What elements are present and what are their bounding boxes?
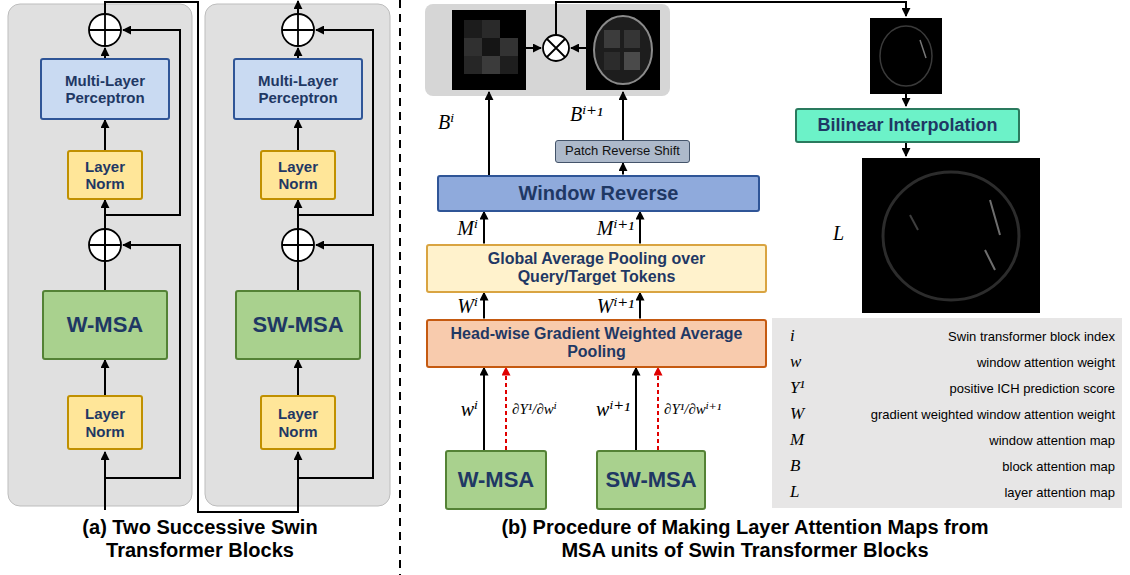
- edge-label: ∂Y¹/∂wⁱ: [512, 400, 557, 418]
- notation-table: [772, 318, 1122, 508]
- map-label: Bⁱ: [438, 110, 454, 134]
- product-map-image: [870, 18, 942, 94]
- notation-meaning: gradient weighted window attention weigh…: [840, 407, 1115, 422]
- edge-label: wⁱ⁺¹: [596, 397, 630, 421]
- edge-label: ∂Y¹/∂wⁱ⁺¹: [664, 400, 721, 418]
- notation-meaning: window attention map: [840, 433, 1115, 448]
- flow-arrow: [483, 212, 485, 244]
- edge-label: wⁱ: [461, 397, 478, 421]
- divider: [399, 0, 401, 575]
- add-symbols: [89, 14, 314, 261]
- node-text: Multi-Layer Perceptron: [46, 72, 164, 107]
- flow-arrow: [483, 293, 485, 319]
- flow-arrow: [104, 120, 106, 150]
- node-text: Patch Reverse Shift: [565, 144, 680, 159]
- notation-symbol: i: [790, 326, 795, 346]
- flow-arrow: [297, 360, 299, 395]
- gradient-arrow: [505, 368, 507, 451]
- notation-symbol: B: [790, 456, 800, 476]
- node-text: SW-MSA: [252, 312, 343, 337]
- panel-caption: (a) Two Successive Swin Transformer Bloc…: [50, 516, 350, 562]
- block-panel: [8, 4, 192, 506]
- process-box: Window Reverse: [437, 175, 760, 212]
- notation-symbol: L: [790, 482, 799, 502]
- panel-caption: (b) Procedure of Making Layer Attention …: [490, 516, 1000, 562]
- map-panel: [425, 4, 670, 96]
- flow-arrow: [297, 120, 299, 150]
- msa-box: W-MSA: [42, 290, 168, 360]
- edge-label: Mⁱ: [457, 216, 478, 240]
- notation-meaning: Swin transformer block index: [840, 329, 1115, 344]
- node-text: Layer Norm: [72, 405, 138, 440]
- edge-label: Wⁱ: [457, 294, 478, 318]
- norm-box: Layer Norm: [260, 150, 336, 200]
- msa-box: SW-MSA: [235, 290, 361, 360]
- map-wires: [489, 2, 906, 175]
- gradient-arrow: [657, 368, 659, 451]
- node-text: W-MSA: [67, 312, 144, 337]
- node-text: W-MSA: [458, 467, 535, 492]
- notation-meaning: layer attention map: [840, 485, 1115, 500]
- edge-label: Wⁱ⁺¹: [597, 294, 634, 318]
- process-box: Global Average Pooling over Query/Target…: [426, 244, 767, 293]
- multiply-symbol: [543, 35, 569, 61]
- flow-arrow: [104, 200, 106, 290]
- flow-arrow: [639, 212, 641, 244]
- norm-box: Layer Norm: [67, 150, 143, 200]
- notation-symbol: Y¹: [790, 378, 805, 398]
- flow-arrow: [104, 360, 106, 395]
- block-map-image: [452, 10, 526, 90]
- msa-box: SW-MSA: [596, 450, 706, 510]
- node-text: Window Reverse: [519, 182, 679, 205]
- process-box: Head-wise Gradient Weighted Average Pool…: [426, 319, 767, 368]
- node-text: Head-wise Gradient Weighted Average Pool…: [446, 325, 747, 362]
- map-label: L: [833, 222, 844, 245]
- map-label: Bⁱ⁺¹: [570, 102, 603, 126]
- flow-arrow: [622, 163, 624, 175]
- node-text: Multi-Layer Perceptron: [239, 72, 357, 107]
- msa-box: W-MSA: [445, 450, 547, 510]
- layer-map-image: [862, 158, 1040, 313]
- node-text: Layer Norm: [72, 158, 138, 193]
- notation-meaning: block attention map: [840, 459, 1115, 474]
- notation-symbol: W: [790, 404, 804, 424]
- flow-arrow: [635, 368, 637, 451]
- process-box: Bilinear Interpolation: [795, 108, 1020, 143]
- edge-label: Mⁱ⁺¹: [597, 216, 634, 240]
- node-text: SW-MSA: [605, 467, 696, 492]
- node-text: Layer Norm: [265, 158, 331, 193]
- flow-arrow: [483, 368, 485, 451]
- mlp-box: Multi-Layer Perceptron: [40, 58, 170, 120]
- notation-meaning: window attention weight: [840, 355, 1115, 370]
- block-panel: [205, 4, 390, 506]
- notation-meaning: positive ICH prediction score: [840, 381, 1115, 396]
- mlp-box: Multi-Layer Perceptron: [233, 58, 363, 120]
- flow-arrow: [639, 293, 641, 319]
- norm-box: Layer Norm: [260, 395, 336, 450]
- notation-symbol: w: [790, 352, 801, 372]
- block-map-image: [586, 10, 660, 90]
- notation-symbol: M: [790, 430, 804, 450]
- node-text: Layer Norm: [265, 405, 331, 440]
- node-text: Global Average Pooling over Query/Target…: [446, 250, 747, 287]
- node-text: Bilinear Interpolation: [817, 115, 997, 136]
- process-box: Patch Reverse Shift: [555, 140, 690, 163]
- norm-box: Layer Norm: [67, 395, 143, 450]
- flow-arrow: [297, 200, 299, 290]
